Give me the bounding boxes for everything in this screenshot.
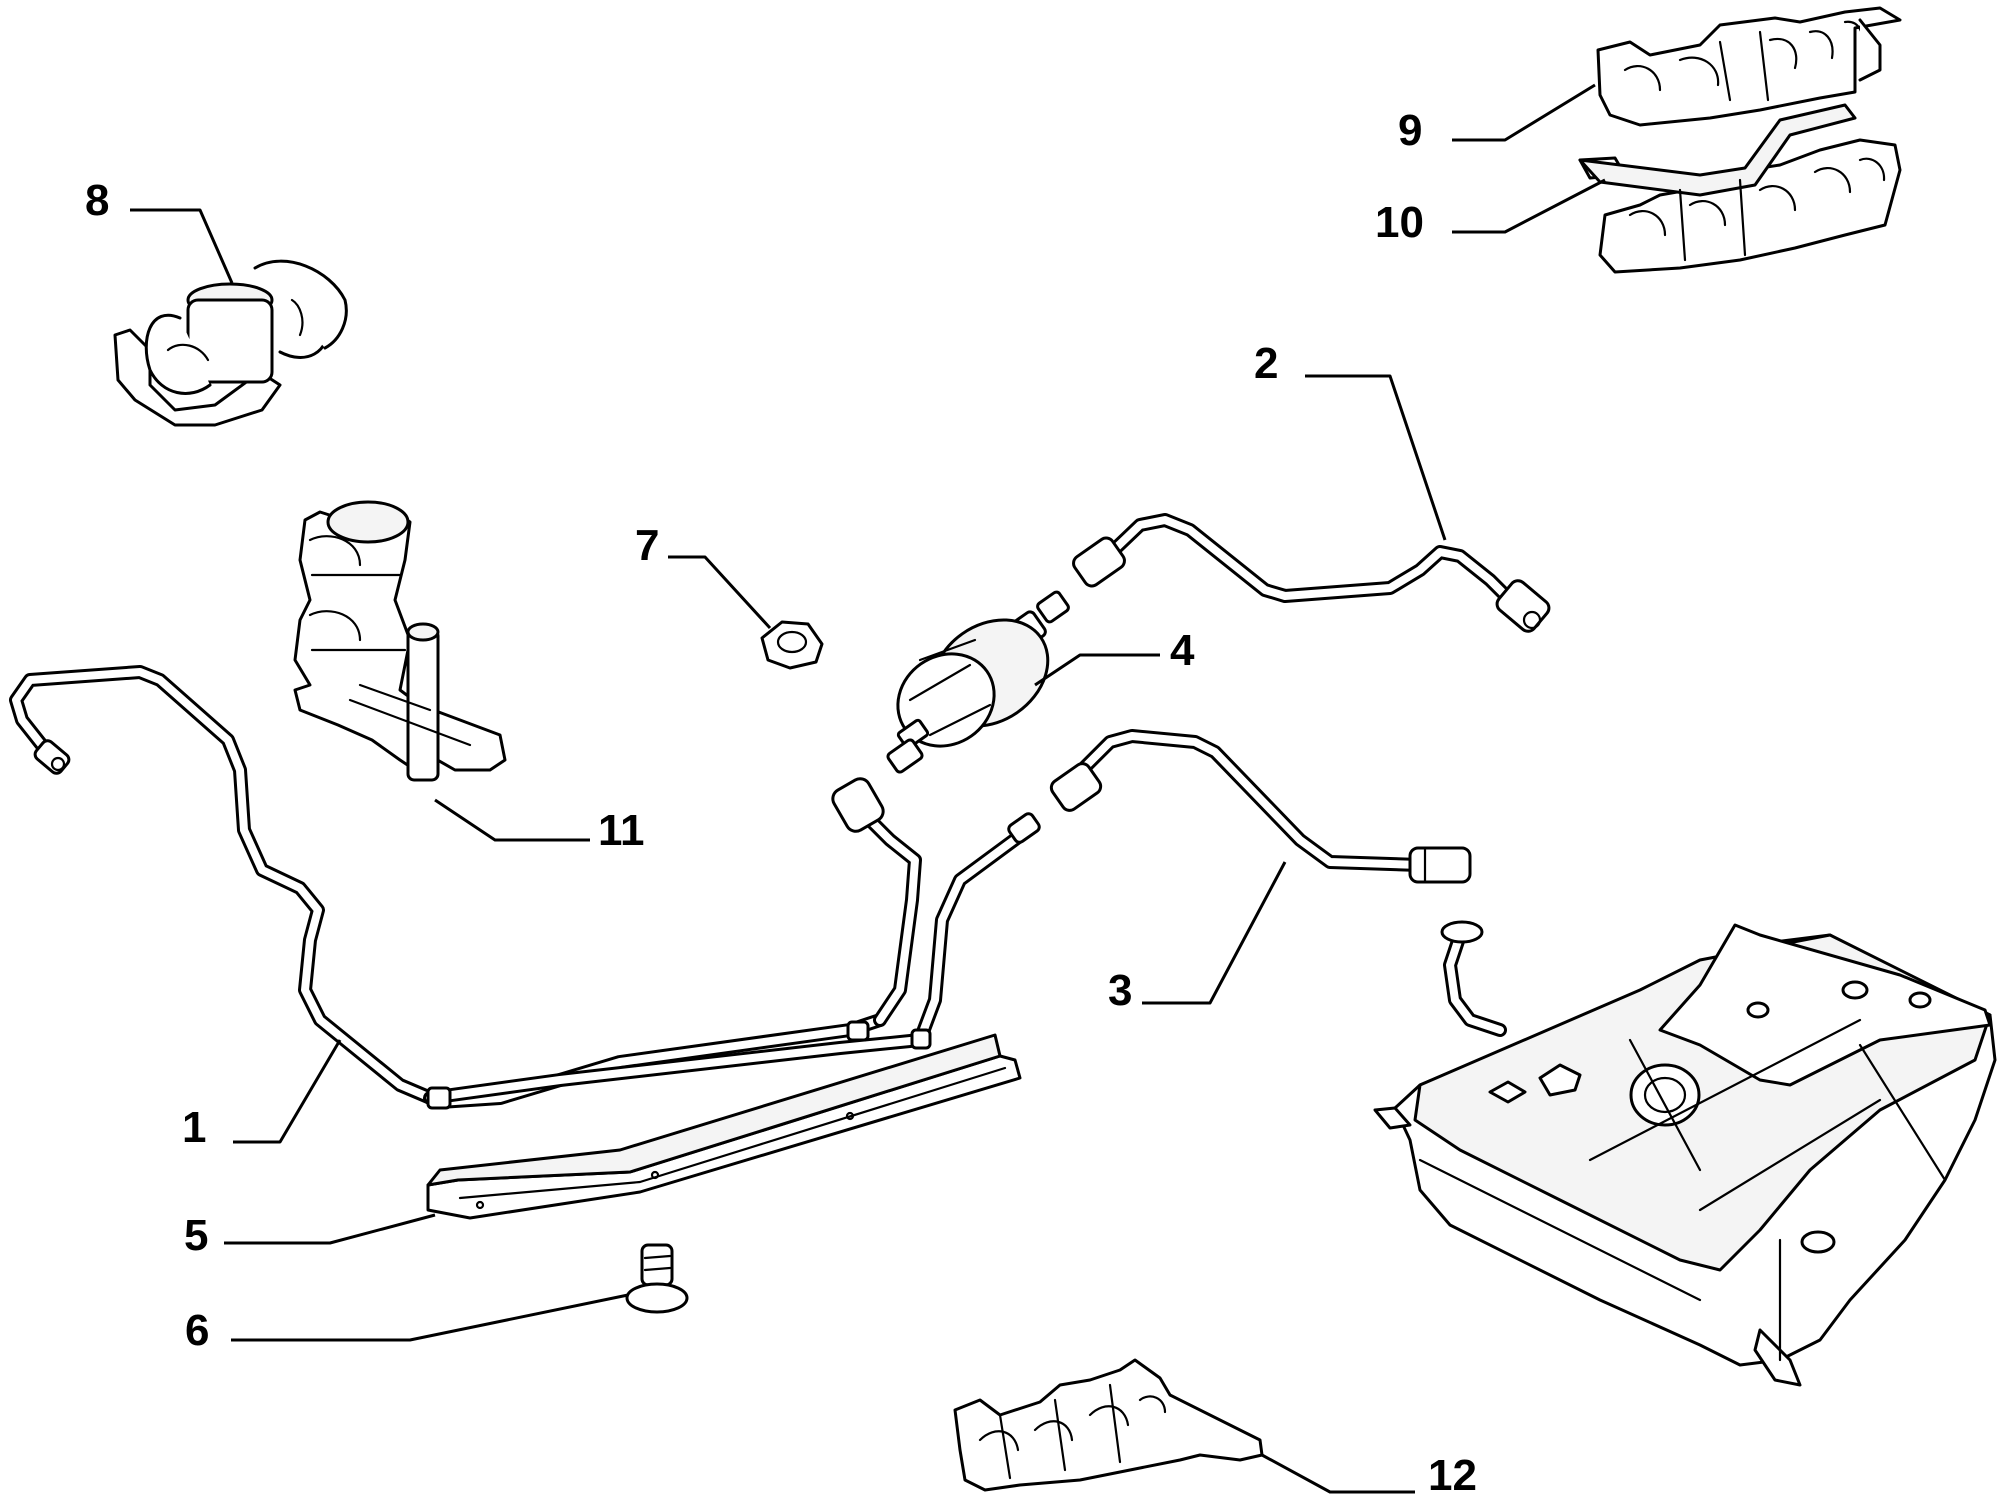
part-11-multi-clip: [293, 500, 507, 782]
callout-4: 4: [1170, 626, 1195, 675]
part-4-fuel-filter: [886, 590, 1070, 774]
leader-1: [233, 1039, 342, 1144]
callout-10: 10: [1375, 198, 1424, 247]
callout-9: 9: [1398, 106, 1422, 155]
part-10-multi-clip: [1578, 103, 1902, 274]
callout-11: 11: [598, 806, 645, 855]
part-1-fuel-pipe: [9, 665, 1041, 1110]
fuel-tank: [1373, 920, 1997, 1387]
callout-12: 12: [1428, 1451, 1477, 1500]
callout-2: 2: [1254, 339, 1278, 388]
leader-12: [1261, 1453, 1415, 1494]
callout-3: 3: [1108, 966, 1132, 1015]
leader-3: [1142, 861, 1287, 1005]
callout-labels: 1 2 3 4 5 6 7 8 9 10 11 12: [85, 106, 1477, 1500]
callout-1: 1: [182, 1103, 206, 1152]
leader-11: [434, 798, 590, 842]
leader-5: [224, 1213, 436, 1245]
leader-lines: [130, 83, 1606, 1494]
part-5-support-bracket: [426, 1033, 1022, 1220]
leader-4: [1034, 653, 1160, 687]
part-12-multi-clip: [953, 1358, 1264, 1492]
leader-2: [1305, 374, 1447, 541]
part-7-nut: [760, 620, 824, 670]
leader-6: [231, 1293, 629, 1342]
callout-5: 5: [184, 1211, 208, 1260]
callout-8: 8: [85, 176, 109, 225]
callout-6: 6: [185, 1306, 209, 1355]
part-3-fuel-pipe: [1049, 729, 1472, 884]
part-8-double-clip: [113, 259, 348, 427]
part-2-fuel-pipe: [1072, 513, 1551, 633]
leader-8: [130, 208, 234, 284]
callout-7: 7: [635, 521, 659, 570]
leader-9: [1452, 83, 1596, 142]
leader-10: [1452, 178, 1606, 234]
part-9-multi-clip: [1596, 6, 1902, 127]
leader-7: [668, 555, 772, 630]
part-6-bolt: [625, 1243, 689, 1314]
